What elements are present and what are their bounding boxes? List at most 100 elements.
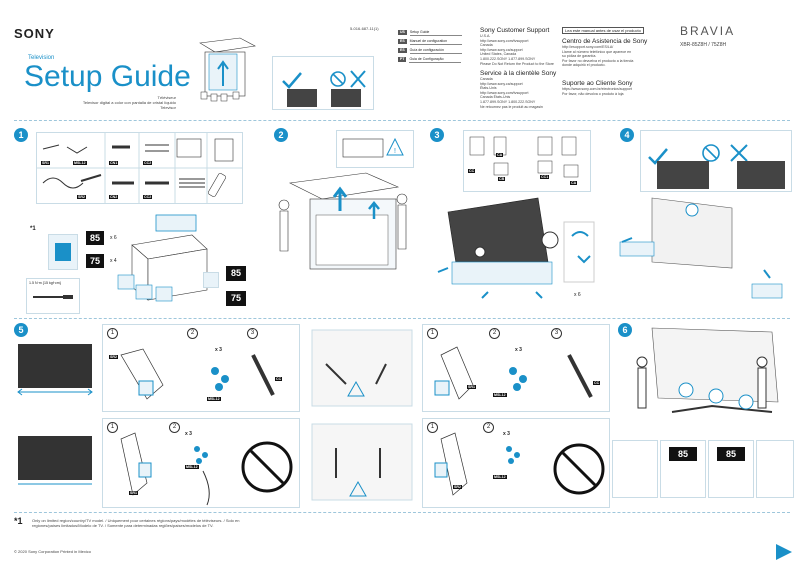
divider: [14, 512, 790, 513]
substep-2: 2: [489, 328, 500, 339]
part-label: CN2: [109, 195, 119, 199]
support-us: Sony Customer Support U.S.A. http://www.…: [480, 27, 560, 66]
torque-spec: 1.5 N·m {15 kgf·cm}: [29, 281, 61, 285]
support-phone: 1.800.222.SONY 1.877.899.SONY: [480, 56, 536, 61]
part-label: CA: [570, 181, 578, 185]
model-numbers: XBR-85Z8H / 75Z8H: [680, 42, 727, 48]
packaging-illustration: [199, 37, 256, 102]
support-fr: Service à la clientèle Sony Canada http:…: [480, 70, 560, 109]
part-number: 5-016-687-11(1): [350, 26, 379, 31]
support-line: su póliza de garantía.: [562, 54, 597, 59]
detail-panel: [756, 440, 794, 498]
substep-1: 1: [107, 328, 118, 339]
footnote-marker: *1: [30, 226, 36, 232]
stand-box-illustration: [117, 214, 208, 302]
tv-front-75: [18, 436, 92, 485]
tv-back-85: [311, 329, 413, 407]
support-link[interactable]: https://www.sony.com.br/electronics/supp…: [562, 87, 632, 91]
size-85-badge: 85: [226, 266, 246, 281]
support-link[interactable]: http://www.sony.com/tvsupport: [480, 38, 529, 43]
substep-2: 2: [187, 328, 198, 339]
copyright: © 2020 Sony Corporation Printed in Mexic…: [14, 549, 91, 554]
quantity: x 3: [515, 347, 522, 353]
bracket-detail: [48, 234, 78, 270]
remove-tv-illustration: [437, 197, 595, 299]
size-85-badge: 85: [669, 447, 697, 461]
part-label: MSL12: [493, 393, 507, 397]
divider: [14, 120, 790, 121]
page-title: Setup Guide: [24, 60, 191, 93]
quantity: x 6: [574, 292, 581, 298]
handling-panel: [640, 130, 792, 192]
parts-list-panel: SR1 MSL12 CN1 CC2 SR2 CN2 CC2: [36, 132, 243, 204]
tv-back-75: [311, 423, 413, 501]
support-line: Please Do Not Return the Product to the …: [480, 61, 554, 66]
part-label: SR1: [467, 385, 476, 389]
part-label: SR1: [41, 161, 50, 165]
support-link[interactable]: http://www.sony.ca/support: [480, 47, 523, 52]
part-label: MSL12: [493, 475, 507, 479]
support-line: donde adquirió el producto.: [562, 63, 606, 68]
part-label: CC: [468, 169, 476, 173]
support-line: Ne retournez pas le produit au magasin: [480, 104, 543, 109]
bracket-detail: [203, 272, 219, 288]
substep-3: 3: [247, 328, 258, 339]
subtitle-fr: Téléviseur: [157, 95, 176, 100]
part-label: CC1: [540, 175, 550, 179]
step5-75-panel: 1 2 3 SR1 x 3 MSL12 CC: [422, 324, 610, 412]
part-label: CC: [593, 381, 601, 385]
part-label: SR2: [109, 355, 118, 359]
step-3-badge: 3: [430, 128, 444, 142]
subtitle-es: Televisor digital a color con pantalla d…: [82, 100, 176, 105]
svg-text:!: !: [394, 148, 396, 155]
part-label: CN1: [109, 161, 119, 165]
footnote-marker: *1: [14, 516, 23, 526]
support-line: Llame al número telefónico que aparece e…: [562, 49, 632, 54]
support-phone: 1.877.899.SONY 1.800.222.SONY: [480, 99, 536, 104]
footnote-text: Only on limited region/country/TV model.…: [32, 518, 240, 528]
part-label: CB: [498, 177, 506, 181]
divider: [14, 318, 790, 319]
support-link[interactable]: http://www.sony.ca/support: [480, 81, 523, 86]
tv-front-85: [17, 344, 93, 396]
support-us-heading: Sony Customer Support: [480, 27, 550, 34]
brand-logo: SONY: [14, 26, 55, 41]
stand-tv-illustration: [619, 197, 783, 299]
support-line: Canada: [480, 43, 493, 48]
step-1-badge: 1: [14, 128, 28, 142]
screwdriver-torque: 1.5 N·m {15 kgf·cm}: [26, 278, 80, 314]
unpack-warning-panel: !: [336, 130, 414, 168]
next-page-arrow-icon: [776, 544, 792, 560]
quantity-75: x 4: [110, 258, 117, 264]
part-label: CC: [275, 377, 283, 381]
substep-3: 3: [551, 328, 562, 339]
size-85-badge: 85: [86, 231, 104, 245]
support-link[interactable]: http://esupport.sony.com/ES/LA/: [562, 45, 614, 49]
support-pt: Suporte ao Cliente Sony https://www.sony…: [562, 80, 662, 96]
support-line: Canada États-Unis: [480, 95, 511, 100]
substep-2: 2: [169, 422, 180, 433]
support-line: U.S.A.: [480, 34, 491, 38]
part-label: CC2: [143, 161, 153, 165]
product-line: BRAVIA: [680, 24, 736, 38]
subtitle-pt: Televisor: [160, 105, 176, 110]
part-label: CC2: [143, 195, 153, 199]
subtitle-block: Téléviseur Televisor digital a color con…: [82, 95, 176, 110]
quantity: x 3: [185, 431, 192, 437]
support-line: Por favor no devuelva el producto a la t…: [562, 58, 634, 63]
support-es-heading: Centro de Asistencia de Sony: [562, 38, 648, 45]
support-link[interactable]: http://www.sony.com/tvsupport: [480, 90, 529, 95]
detail-85-panel: 85: [708, 440, 754, 498]
step5-bottom-right-panel: 1 2 SR2 x 3 MSL12: [422, 418, 610, 508]
handling-warning-panel: [272, 56, 374, 110]
step5-85-panel: 1 2 3 SR2 x 3 MSL12 CC: [102, 324, 300, 412]
step-5-badge: 5: [14, 323, 28, 337]
support-pt-heading: Suporte ao Cliente Sony: [562, 80, 633, 87]
part-label: SR2: [453, 485, 462, 489]
support-fr-heading: Service à la clientèle Sony: [480, 70, 557, 77]
